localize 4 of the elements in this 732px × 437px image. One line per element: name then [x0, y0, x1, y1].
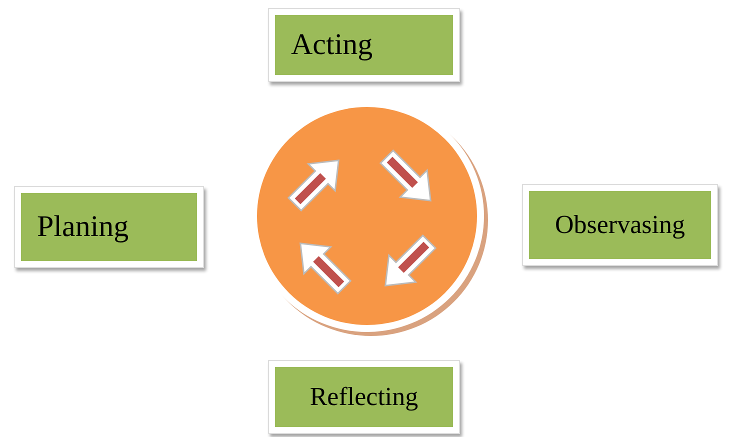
- stage-label: Observasing: [555, 210, 685, 240]
- stage-label: Planing: [37, 210, 129, 244]
- stage-label: Acting: [291, 28, 373, 62]
- stage-label: Reflecting: [310, 382, 418, 412]
